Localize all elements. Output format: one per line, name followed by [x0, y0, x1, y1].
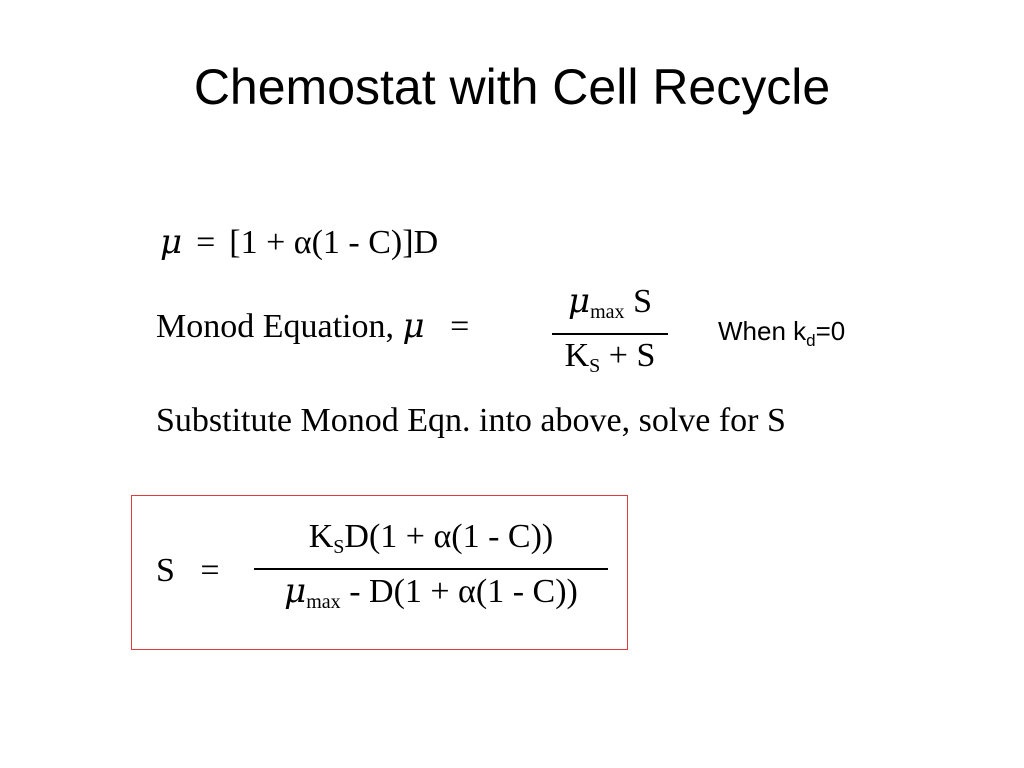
s-symbol: S — [156, 552, 175, 589]
equals-sign: = — [450, 308, 470, 345]
monod-numerator: μmax S — [568, 282, 652, 331]
equals-sign: = — [196, 224, 216, 261]
monod-label: Monod Equation, — [156, 308, 394, 345]
slide-title: Chemostat with Cell Recycle — [193, 59, 831, 115]
s-subscript: S — [589, 355, 601, 377]
numerator-tail: D(1 + α(1 - C)) — [344, 518, 554, 555]
kd-note: When kd=0 — [718, 316, 845, 351]
equation-rhs: [1 + α(1 - C)]D — [229, 224, 439, 261]
result-denominator: μmax - D(1 + α(1 - C)) — [284, 572, 578, 621]
s-subscript: S — [333, 536, 345, 558]
kd-note-tail: =0 — [815, 316, 846, 346]
mu-symbol: μ — [402, 306, 425, 346]
equals-sign: = — [200, 552, 220, 589]
denominator-tail: + S — [600, 337, 656, 374]
max-subscript: max — [306, 591, 341, 613]
max-subscript: max — [590, 301, 625, 323]
k-symbol: K — [564, 337, 590, 374]
kd-note-text: When k — [718, 316, 807, 346]
monod-equation-lhs: Monod Equation, μ = — [156, 306, 469, 346]
substitute-instruction: Substitute Monod Eqn. into above, solve … — [156, 402, 786, 439]
fraction-bar — [552, 333, 668, 335]
mu-symbol: μ — [160, 222, 183, 262]
numerator-tail: S — [624, 283, 652, 320]
mu-symbol: μ — [568, 281, 591, 321]
denominator-tail: - D(1 + α(1 - C)) — [340, 573, 578, 610]
kd-subscript: d — [806, 331, 816, 350]
fraction-bar — [254, 568, 608, 570]
monod-fraction: μmax S KS + S — [552, 282, 668, 385]
result-box: S = KSD(1 + α(1 - C)) μmax - D(1 + α(1 -… — [131, 495, 628, 650]
k-symbol: K — [308, 518, 334, 555]
monod-denominator: KS + S — [565, 337, 656, 385]
mu-symbol: μ — [284, 571, 307, 611]
recycle-growth-equation: μ = [1 + α(1 - C)]D — [160, 222, 438, 262]
result-numerator: KSD(1 + α(1 - C)) — [309, 518, 554, 566]
result-fraction: KSD(1 + α(1 - C)) μmax - D(1 + α(1 - C)) — [254, 518, 608, 621]
result-lhs: S = — [156, 552, 220, 590]
